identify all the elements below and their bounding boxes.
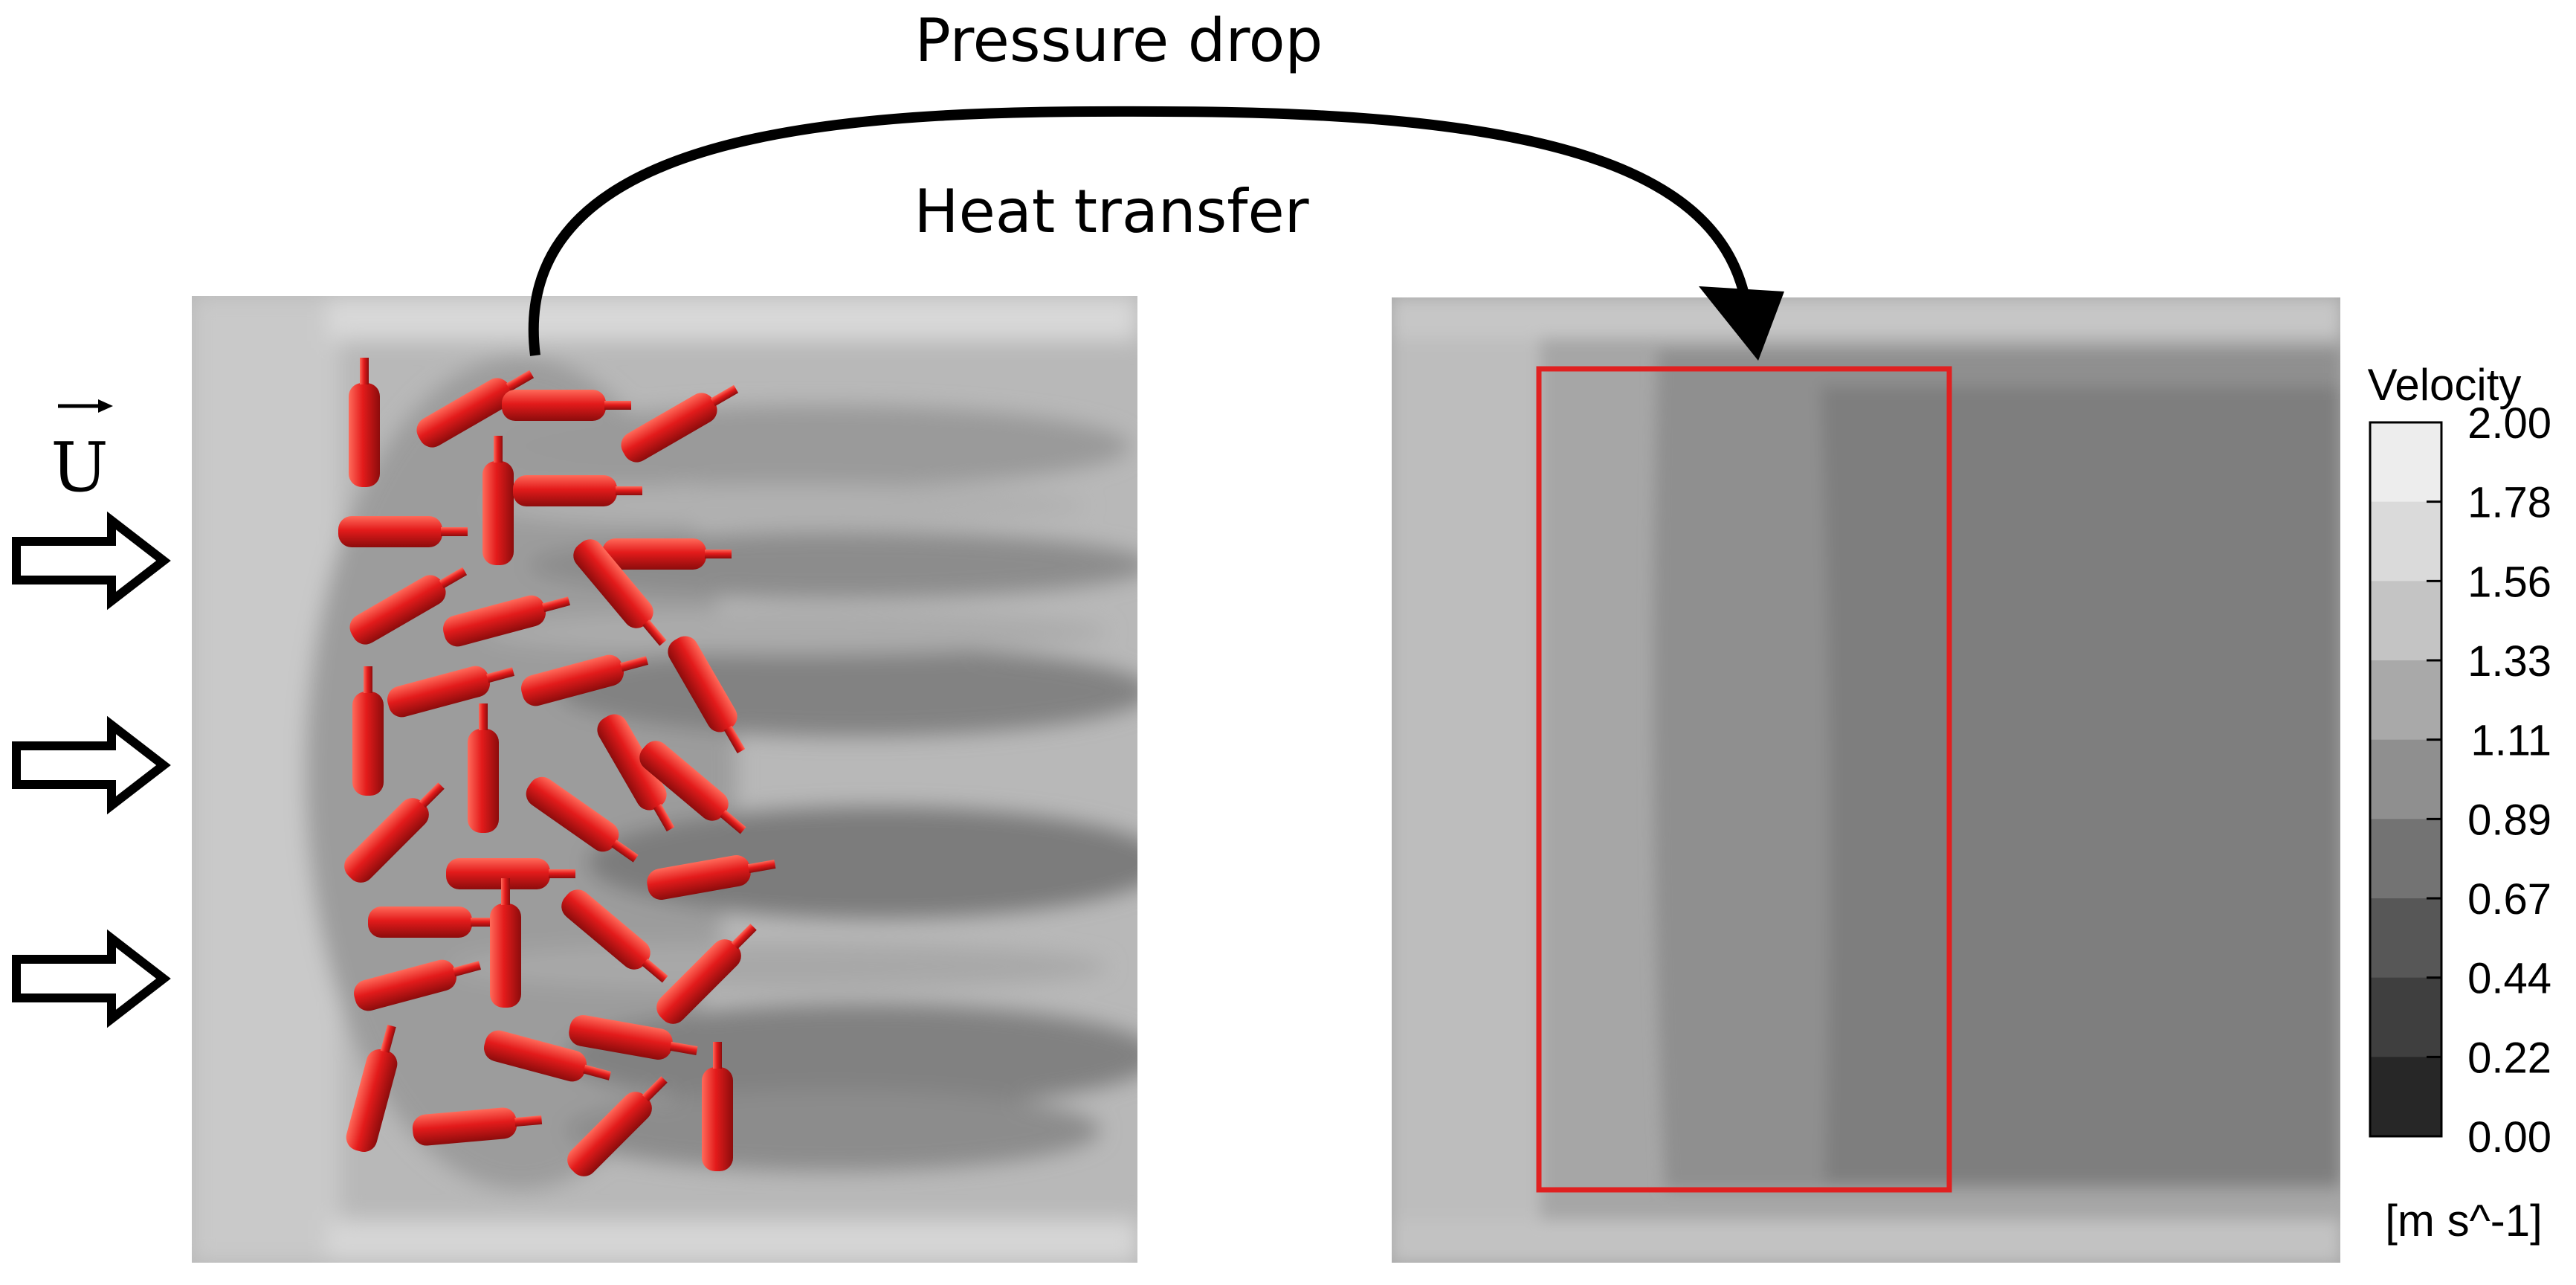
right-velocity-contour-panel [1392, 297, 2340, 1263]
legend-tick-label: 1.56 [2467, 558, 2551, 606]
legend-band [2370, 501, 2441, 582]
inflow-arrow-icon [12, 929, 171, 1028]
heat-transfer-label: Heat transfer [914, 177, 1308, 246]
inflow-arrow-icon [12, 715, 171, 815]
curved-arrow-icon [528, 106, 1784, 361]
inflow-velocity-symbol: U [51, 399, 113, 507]
legend-tick-label: 2.00 [2467, 399, 2551, 448]
legend-band [2370, 739, 2441, 820]
legend-colorbar [2370, 422, 2441, 1137]
legend-band [2370, 819, 2441, 899]
legend-tick-label: 0.00 [2467, 1113, 2551, 1162]
velocity-legend: Velocity 2.00 1.78 1.56 1.33 1.11 0.89 0.67 0.4… [2368, 360, 2551, 1246]
legend-title: Velocity [2368, 360, 2522, 410]
u-vector-label: U [51, 428, 109, 507]
legend-units: [m s^-1] [2385, 1196, 2543, 1246]
legend-tick-label: 1.33 [2467, 637, 2551, 686]
legend-band [2370, 660, 2441, 741]
legend-band [2370, 898, 2441, 979]
porous-zone-outline [1536, 366, 1952, 1193]
legend-band [2370, 581, 2441, 661]
pressure-drop-label: Pressure drop [915, 6, 1323, 75]
legend-tick-label: 0.89 [2467, 796, 2551, 844]
legend-tick-label: 0.44 [2467, 955, 2551, 1003]
legend-band [2370, 422, 2441, 503]
legend-band [2370, 1057, 2441, 1137]
legend-tick-label: 1.11 [2470, 717, 2551, 765]
legend-tick-label: 0.22 [2467, 1034, 2551, 1082]
legend-tick-label: 1.78 [2467, 479, 2551, 527]
inflow-arrow-icon [12, 511, 171, 611]
legend-tick-label: 0.67 [2467, 875, 2551, 924]
legend-tick-labels: 2.00 1.78 1.56 1.33 1.11 0.89 0.67 0.44 0.22 0.00 [2427, 399, 2551, 1162]
legend-band [2370, 977, 2441, 1058]
